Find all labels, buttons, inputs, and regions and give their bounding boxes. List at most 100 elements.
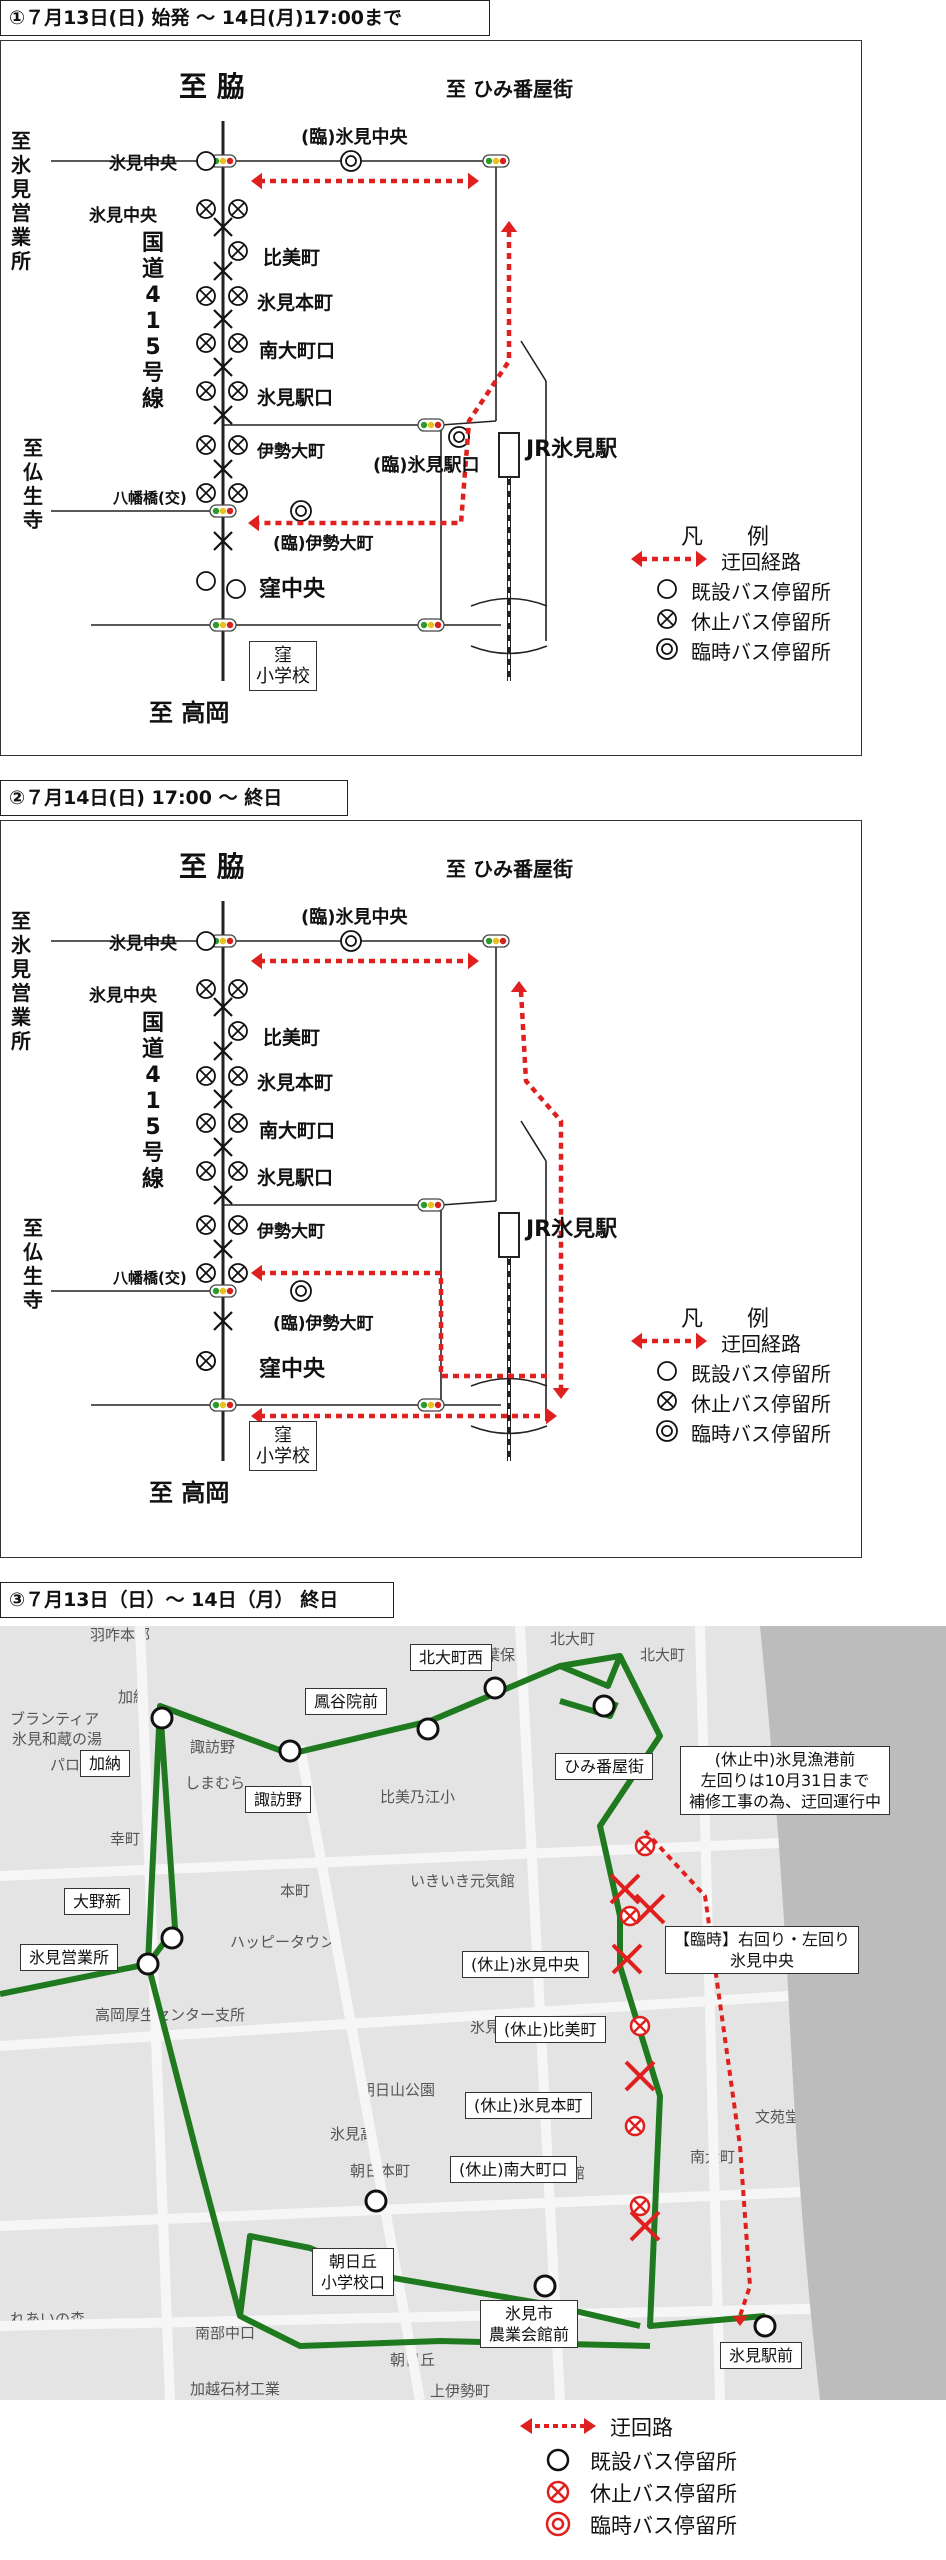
suspended-stop-cross bbox=[231, 244, 245, 258]
map-place-label: 加越石材工業 bbox=[190, 2380, 281, 2398]
suspended-stop-cross bbox=[231, 1116, 245, 1130]
callout-suwano: 諏訪野 bbox=[245, 1786, 312, 1813]
suspended-stop-cross bbox=[231, 384, 245, 398]
label-temp-himi-chuo: (臨)氷見中央 bbox=[301, 127, 408, 148]
suspended-stop-cross bbox=[199, 1164, 213, 1178]
detour-route-line bbox=[259, 1270, 549, 1379]
detour-arrow-head bbox=[500, 221, 518, 232]
existing-stop-icon bbox=[196, 931, 216, 951]
label-kubo-school: 窪 小学校 bbox=[249, 1421, 317, 1471]
signal-light-green bbox=[485, 937, 493, 945]
closed-point-x bbox=[213, 261, 233, 281]
signal-light-yellow bbox=[219, 1401, 227, 1409]
diagram-2-svg bbox=[51, 901, 707, 1461]
label-stop-himi-chuo: 氷見中央 bbox=[89, 206, 157, 226]
closed-point-x bbox=[213, 405, 233, 425]
suspended-stop-cross bbox=[199, 1116, 213, 1130]
signal-light-green bbox=[420, 621, 428, 629]
label-stop-himi-chuo: 氷見中央 bbox=[109, 154, 177, 174]
closed-point-x bbox=[213, 1239, 233, 1259]
suspended-stop-cross bbox=[199, 982, 213, 996]
label-temp-himi-chuo: (臨)氷見中央 bbox=[301, 907, 408, 928]
detour-arrow-head bbox=[468, 172, 479, 190]
label-stop-ise-omachi: 伊勢大町 bbox=[257, 1222, 325, 1242]
label-to-eigyosho: 至氷見営業所 bbox=[11, 129, 31, 273]
map-place-label: 比美乃江小 bbox=[380, 1788, 456, 1806]
map-legend-detour: 迂回路 bbox=[610, 2416, 673, 2440]
map-legend-temporary: 臨時バス停留所 bbox=[590, 2514, 737, 2538]
signal-light-yellow bbox=[427, 1201, 435, 1209]
crossing-arc bbox=[470, 597, 548, 607]
detour-arrow-head bbox=[732, 2316, 748, 2326]
detour-arrow-head bbox=[696, 550, 707, 568]
signal-light-red bbox=[434, 1401, 442, 1409]
detour-arrow-head bbox=[510, 981, 528, 992]
crossing-arc bbox=[470, 1377, 548, 1387]
suspended-stop-cross bbox=[231, 1164, 245, 1178]
map-place-label: 北大町 bbox=[640, 1646, 686, 1664]
jr-station-building bbox=[498, 1212, 520, 1258]
callout-kano: 加納 bbox=[80, 1750, 131, 1777]
detour-route-line bbox=[518, 990, 564, 1391]
map-place-label: しまむら bbox=[185, 1774, 246, 1792]
temporary-stop-inner bbox=[453, 431, 465, 443]
map-place-label: 本町 bbox=[280, 1882, 311, 1900]
signal-light-red bbox=[226, 507, 234, 515]
map-sea-area bbox=[760, 1626, 946, 2400]
signal-light-red bbox=[434, 621, 442, 629]
signal-light-red bbox=[499, 937, 507, 945]
suspended-stop-cross bbox=[199, 336, 213, 350]
label-stop-himi-chuo: 氷見中央 bbox=[89, 986, 157, 1006]
suspended-stop-cross bbox=[199, 1354, 213, 1368]
map-legend: 迂回路 既設バス停留所 休止バス停留所 臨時バス停留所 bbox=[520, 2404, 940, 2554]
map-suspended-stop-cross bbox=[633, 2019, 647, 2033]
map-suspended-stop-cross bbox=[628, 2119, 642, 2133]
callout-suspended-himi-honmachi: (休止)氷見本町 bbox=[465, 2092, 592, 2119]
existing-stop-icon bbox=[196, 571, 216, 591]
temporary-stop-inner bbox=[661, 1425, 673, 1437]
suspended-stop-cross bbox=[199, 1069, 213, 1083]
jr-station-building bbox=[498, 432, 520, 478]
map-suspended-stop-cross bbox=[633, 2199, 647, 2213]
signal-light-yellow bbox=[219, 157, 227, 165]
suspended-stop-cross bbox=[199, 1218, 213, 1232]
label-stop-minami-omachiguchi: 南大町口 bbox=[259, 340, 336, 362]
signal-light-green bbox=[420, 1401, 428, 1409]
route-map-svg bbox=[0, 1626, 946, 2400]
detour-arrow-head bbox=[631, 1332, 642, 1350]
existing-stop-icon bbox=[657, 579, 677, 599]
detour-route-line bbox=[643, 1829, 752, 2317]
suspended-stop-cross bbox=[231, 1024, 245, 1038]
label-stop-himi-ekiguchi: 氷見駅口 bbox=[257, 1167, 334, 1189]
closed-point-x bbox=[629, 2210, 661, 2242]
callout-nokyo-kaikan: 氷見市 農業会館前 bbox=[480, 2300, 579, 2348]
legend-detour: 迂回経路 bbox=[721, 550, 801, 574]
label-stop-himi-honmachi: 氷見本町 bbox=[257, 1072, 334, 1094]
map-street bbox=[135, 1626, 175, 2400]
map-existing-stop-icon bbox=[136, 1952, 160, 1976]
map-place-label: 氷見高 bbox=[330, 2125, 376, 2143]
suspended-stop-cross bbox=[660, 612, 674, 626]
label-jr-station: JR氷見駅 bbox=[526, 1217, 618, 1242]
label-stop-himi-chuo: 氷見中央 bbox=[109, 934, 177, 954]
callout-notice-gyokou: (休止中)氷見漁港前 左回りは10月31日まで 補修工事の為、迂回運行中 bbox=[680, 1746, 891, 1815]
signal-light-yellow bbox=[427, 621, 435, 629]
label-to-banyagai: 至 ひみ番屋街 bbox=[446, 857, 573, 881]
legend-suspended: 休止バス停留所 bbox=[691, 1392, 831, 1416]
signal-light-red bbox=[499, 157, 507, 165]
legend-suspended: 休止バス停留所 bbox=[691, 610, 831, 634]
closed-point-x bbox=[213, 1089, 233, 1109]
map-suspended-stop-cross bbox=[623, 1909, 637, 1923]
callout-notice-temporary: 【臨時】右回り・左回り 氷見中央 bbox=[665, 1926, 860, 1974]
existing-stop-icon bbox=[196, 151, 216, 171]
callout-himi-banyagai: ひみ番屋街 bbox=[555, 1753, 654, 1780]
map-place-label: 朝日山公園 bbox=[360, 2081, 436, 2099]
label-temp-ise-omachi: (臨)伊勢大町 bbox=[273, 534, 374, 554]
map-existing-stop-icon bbox=[364, 2189, 388, 2213]
map-existing-stop-icon bbox=[160, 1926, 184, 1950]
map-place-label: 上伊勢町 bbox=[430, 2382, 491, 2400]
signal-light-yellow bbox=[219, 507, 227, 515]
signal-light-green bbox=[212, 507, 220, 515]
signal-light-red bbox=[226, 937, 234, 945]
